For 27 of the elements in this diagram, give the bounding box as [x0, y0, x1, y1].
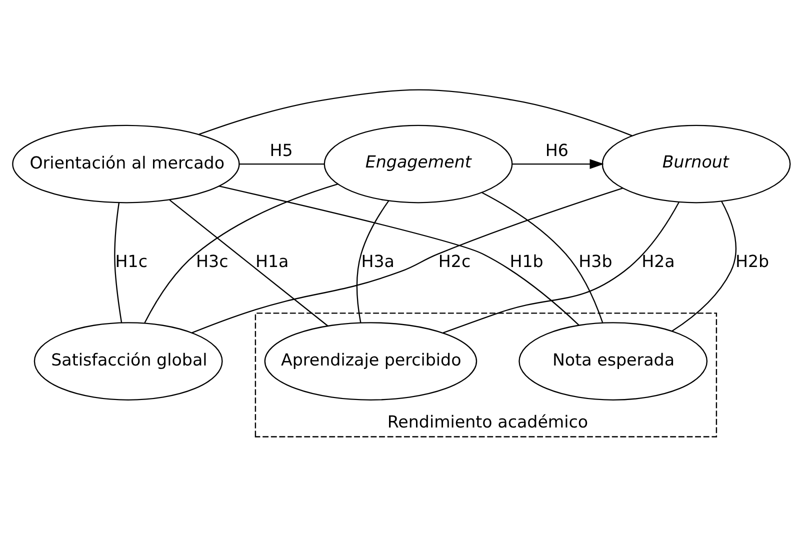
node-ellipse: Satisfacción global	[34, 322, 223, 400]
edge-label: H3b	[578, 252, 612, 271]
edge-label: H3c	[196, 252, 228, 271]
connector	[356, 200, 390, 322]
connector	[198, 88, 632, 136]
connector	[192, 187, 623, 333]
connector	[239, 162, 324, 164]
edge-label: H1c	[115, 252, 148, 271]
connector	[114, 202, 122, 322]
edge-label: H2c	[438, 252, 471, 271]
node-ellipse: Aprendizaje percibido	[264, 322, 478, 400]
edge-label: H3a	[361, 252, 394, 271]
node-ellipse: Nota esperada	[518, 322, 708, 400]
edge-label: H1a	[255, 252, 289, 271]
node-ellipse: Orientación al mercado	[12, 124, 240, 203]
edge-label: H2a	[642, 252, 675, 271]
edge-label: H5	[270, 140, 293, 160]
edge-label: H2b	[735, 252, 770, 271]
connector	[144, 183, 338, 323]
edge-label: H6	[545, 140, 568, 160]
node-ellipse: Engagement	[324, 124, 513, 203]
arrow	[512, 158, 604, 169]
connector	[442, 202, 680, 333]
edge-label: H1b	[510, 252, 544, 271]
node-ellipse: Burnout	[602, 124, 791, 203]
connector	[672, 200, 736, 332]
connector	[482, 192, 604, 322]
